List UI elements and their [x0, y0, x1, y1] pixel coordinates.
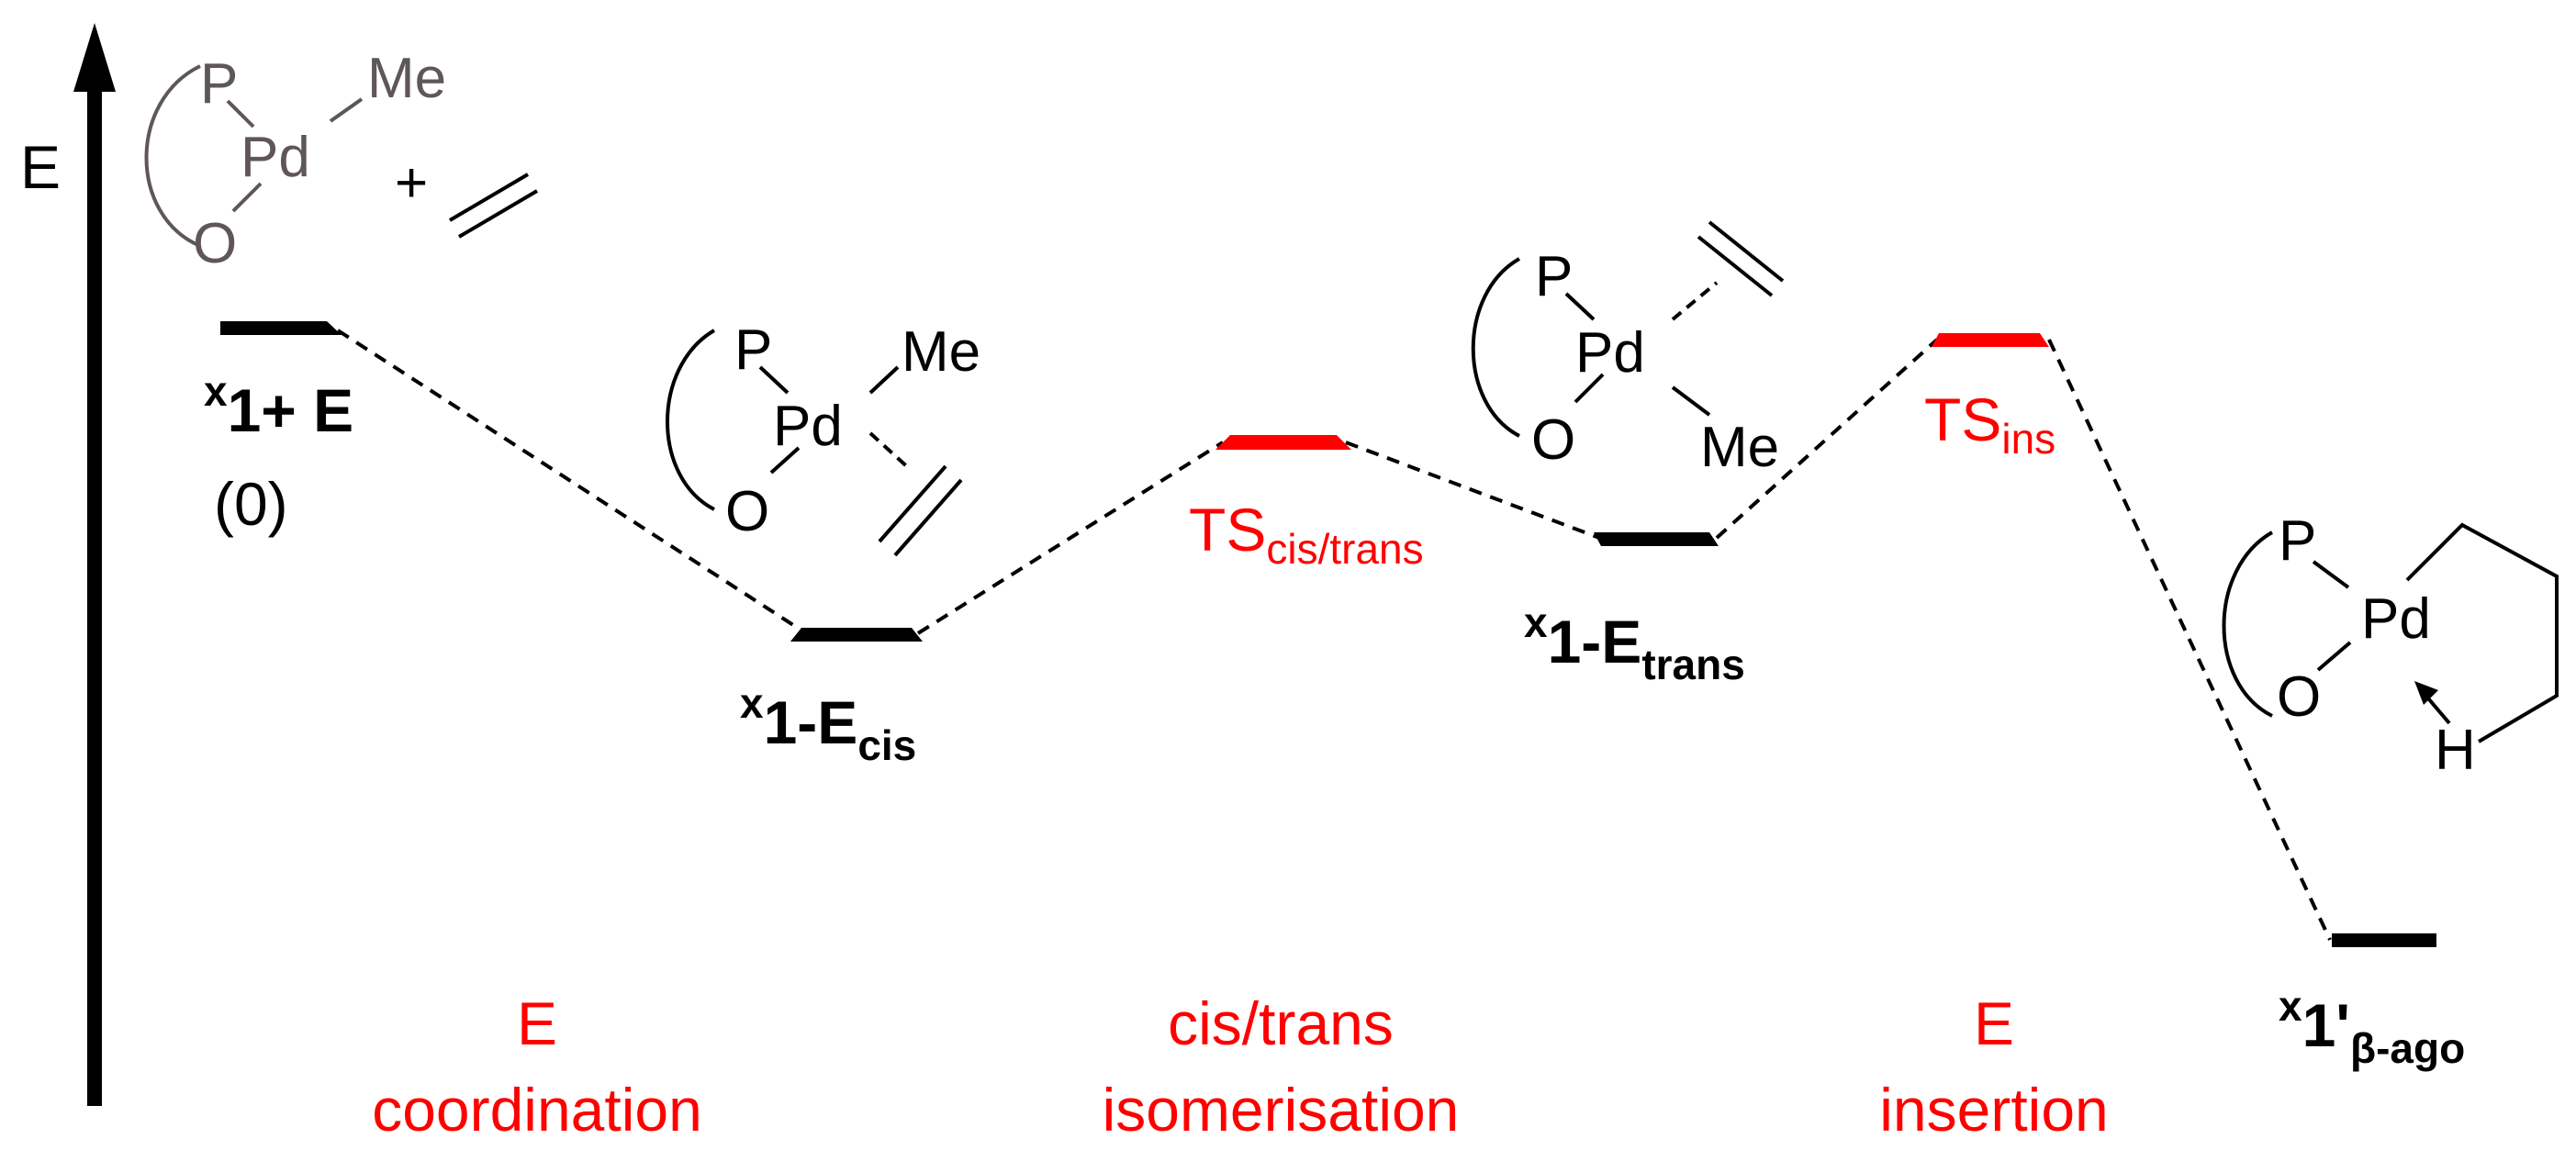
state-label-cis-main: 1-E	[764, 688, 858, 756]
state-label-ts-cis-trans: TScis/trans	[1189, 496, 1424, 573]
level-product	[2332, 933, 2436, 947]
chelate-arc-product	[2222, 530, 2273, 718]
bond-trans-pd-o	[1574, 373, 1605, 404]
state-label-trans-sub: trans	[1641, 641, 1744, 688]
structure-reactant: P Me Pd O +	[144, 47, 539, 275]
energy-axis: E	[20, 23, 116, 1106]
bond-reactant-pd-me	[329, 97, 364, 123]
atom-cis-p: P	[734, 318, 772, 382]
level-ts-ins	[1932, 333, 2049, 347]
atom-trans-p: P	[1535, 245, 1573, 308]
bond-product-pd-o	[2316, 641, 2352, 672]
connector-reactants-cis	[336, 329, 808, 635]
atom-product-pd: Pd	[2361, 587, 2431, 651]
ethylene-reactant	[448, 173, 539, 239]
connector-tsins-product	[2047, 339, 2332, 941]
ethylene-cis	[878, 464, 963, 557]
state-label-reactants-sup: x	[204, 367, 228, 415]
bond-trans-p-pd	[1564, 292, 1596, 321]
chelate-arc-trans	[1471, 257, 1520, 438]
ethylene-reactant-bond2	[457, 189, 539, 239]
state-label-reactants-main: 1+ E	[228, 376, 354, 444]
atom-product-h: H	[2435, 719, 2476, 782]
chelate-arc-cis	[666, 329, 716, 511]
bond-cis-pd-me	[868, 365, 900, 395]
state-label-reactants-value: (0)	[214, 470, 288, 538]
atom-reactant-me: Me	[367, 47, 446, 110]
atom-reactant-o: O	[193, 212, 237, 275]
ethylene-reactant-bond1	[448, 173, 530, 222]
state-label-product-main: 1'	[2302, 991, 2350, 1059]
atom-reactant-p: P	[200, 52, 238, 116]
atom-cis-me: Me	[902, 320, 980, 384]
bond-product-chain	[2405, 522, 2559, 743]
energy-levels	[220, 321, 2436, 947]
ethylene-trans	[1697, 220, 1785, 297]
state-label-ts-ins-main: TS	[1924, 385, 2001, 453]
atom-reactant-pd: Pd	[241, 126, 310, 189]
energy-axis-label: E	[20, 133, 61, 201]
state-label-ts-cis-trans-sub: cis/trans	[1266, 525, 1423, 573]
atom-trans-me: Me	[1700, 416, 1779, 479]
step-insertion-line2: insertion	[1879, 1076, 2108, 1144]
connector-cis-tscistrans	[916, 441, 1225, 635]
level-cis	[790, 628, 923, 642]
state-label-cis: x1-Ecis	[740, 679, 916, 769]
level-ts-cis-trans	[1215, 435, 1351, 450]
step-insertion-line1: E	[1974, 989, 2014, 1057]
structure-trans: P Pd O Me	[1471, 220, 1785, 479]
connector-tscistrans-trans	[1345, 441, 1600, 540]
bond-product-p-pd	[2312, 560, 2350, 589]
atom-product-o: O	[2277, 665, 2321, 729]
energy-axis-arrowhead	[73, 23, 116, 92]
atom-cis-o: O	[725, 480, 769, 543]
step-coordination-line2: coordination	[372, 1076, 702, 1144]
connector-trans-tsins	[1715, 338, 1939, 540]
ethylene-trans-bond1	[1697, 235, 1774, 297]
state-label-ts-ins-sub: ins	[2001, 415, 2055, 463]
bond-cis-pd-o	[769, 446, 801, 475]
state-labels: x1+ E (0) x1-Ecis TScis/trans x1-Etrans …	[204, 367, 2465, 1072]
ethylene-trans-bond2	[1708, 220, 1785, 283]
state-label-product-sub: β-ago	[2350, 1024, 2465, 1072]
atom-trans-o: O	[1531, 408, 1575, 472]
reactant-plus: +	[395, 151, 428, 215]
level-trans	[1594, 532, 1719, 546]
state-label-trans-sup: x	[1524, 598, 1548, 646]
state-label-reactants: x1+ E	[204, 367, 353, 444]
step-isomerisation-line2: isomerisation	[1103, 1076, 1460, 1144]
bond-cis-p-pd	[758, 365, 790, 395]
bond-reactant-pd-o	[231, 182, 263, 213]
ethylene-cis-bond1	[878, 464, 947, 543]
chelate-arc-reactant	[144, 64, 201, 248]
bond-trans-pd-ethylene	[1671, 281, 1719, 321]
connectors	[336, 329, 2332, 941]
state-label-cis-sup: x	[740, 679, 764, 727]
agostic-arrowhead	[2414, 681, 2438, 705]
state-label-ts-cis-trans-main: TS	[1189, 496, 1266, 564]
step-coordination-line1: E	[517, 989, 557, 1057]
structure-product: P Pd O H	[2222, 509, 2559, 782]
step-labels: E coordination cis/trans isomerisation E…	[372, 989, 2109, 1144]
atom-trans-pd: Pd	[1575, 321, 1645, 385]
bond-reactant-p-pd	[226, 99, 255, 128]
state-label-trans: x1-Etrans	[1524, 598, 1745, 688]
state-label-trans-main: 1-E	[1548, 608, 1642, 675]
atom-cis-pd: Pd	[773, 395, 843, 458]
state-label-product-sup: x	[2279, 982, 2302, 1030]
state-label-ts-ins: TSins	[1924, 385, 2055, 463]
atom-product-p: P	[2279, 509, 2316, 573]
ethylene-cis-bond2	[893, 478, 963, 557]
level-reactants	[220, 321, 342, 335]
step-isomerisation-line1: cis/trans	[1168, 989, 1394, 1057]
structure-cis: P Me Pd O	[666, 318, 980, 557]
bond-cis-pd-ethylene	[868, 431, 913, 472]
bond-trans-pd-me	[1671, 385, 1711, 417]
state-label-product: x1'β-ago	[2279, 982, 2465, 1072]
state-label-cis-sub: cis	[857, 721, 916, 769]
